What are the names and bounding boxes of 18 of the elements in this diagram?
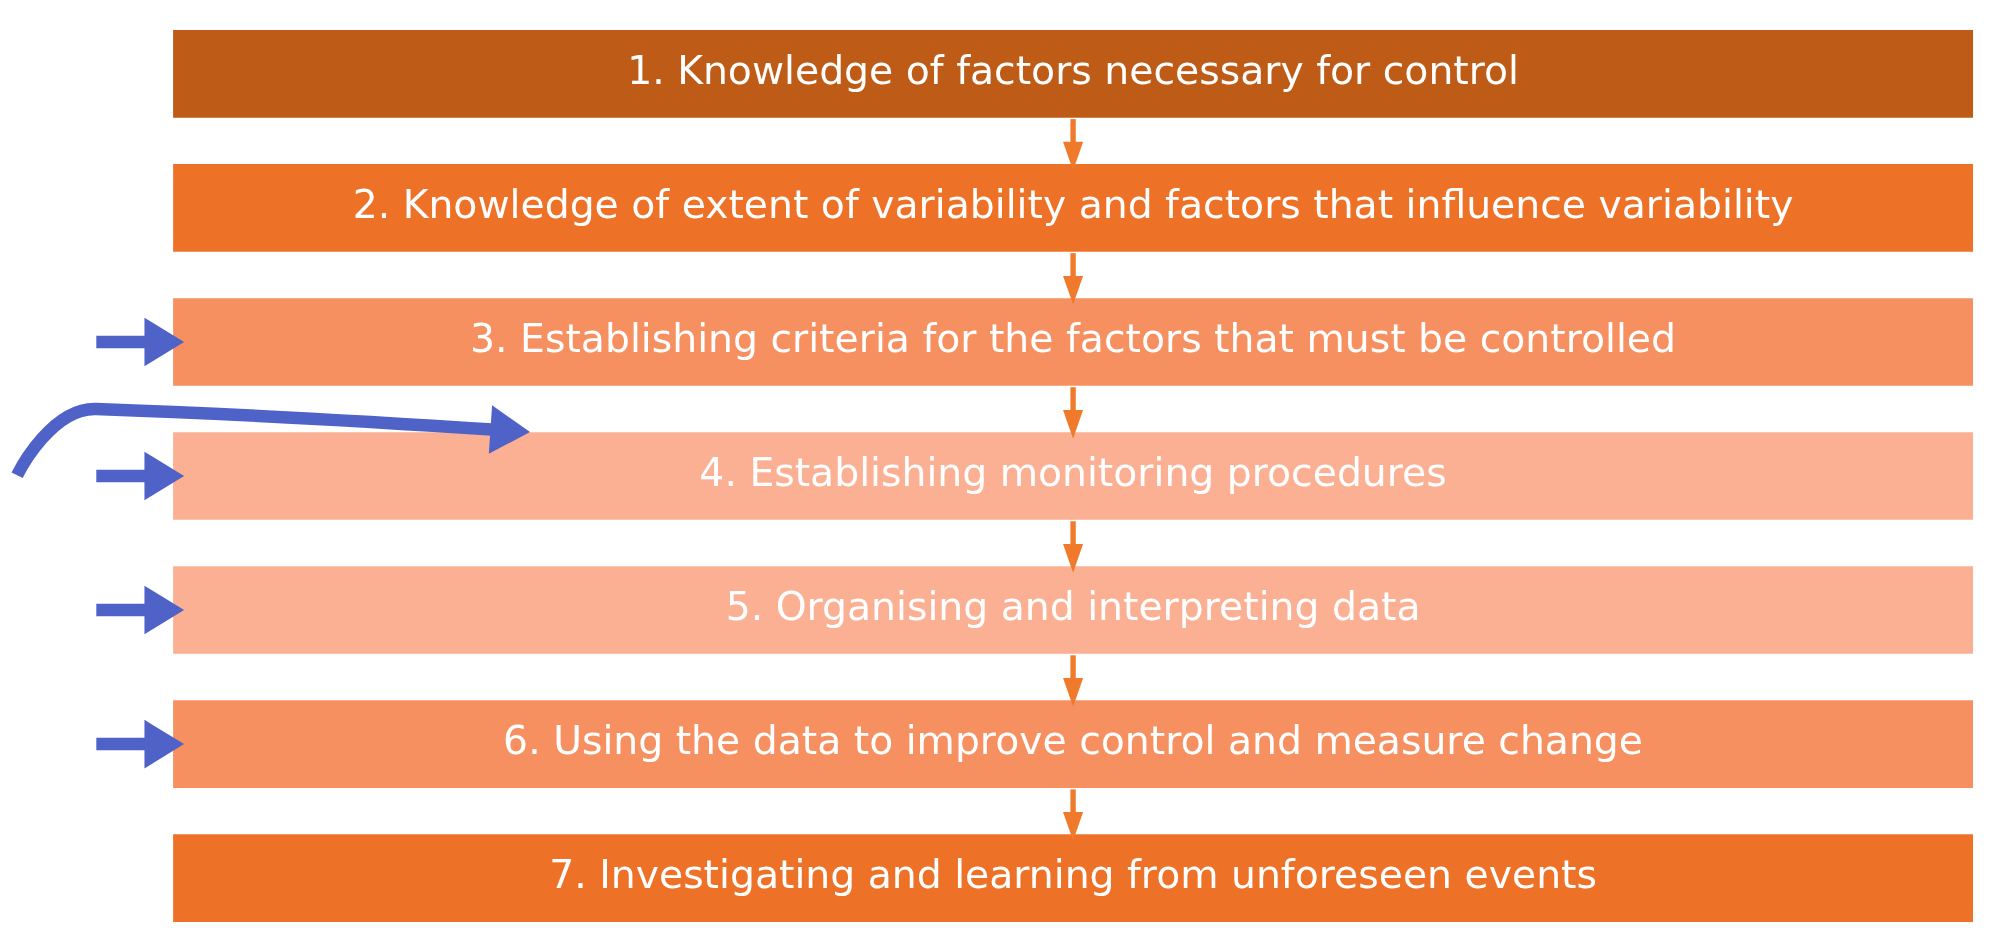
node-box: 1. Knowledge of factors necessary for control [171,27,1975,119]
arrow [96,451,185,500]
node-box: 6. Using the data to improve control and measure change [171,698,1975,790]
arrow [1063,788,1084,841]
arrow [1063,252,1084,305]
node-box: 5. Organising and interpreting data [171,563,1975,656]
arrow [11,402,531,478]
node-box: 2. Knowledge of extent of variability and factors that influence variability [171,161,1975,253]
node-box: 3. Establishing criteria for the factors that must be controlled [171,295,1975,388]
arrow [1063,520,1084,573]
node-box: 7. Investigating and learning from unforeseen events [171,832,1975,924]
arrow [1063,118,1084,170]
arrow [1063,386,1084,439]
arrow [96,719,185,768]
arrow [96,317,185,366]
arrow [96,585,185,634]
arrow [1063,654,1084,707]
node-box: 4. Establishing monitoring procedures [171,429,1975,522]
